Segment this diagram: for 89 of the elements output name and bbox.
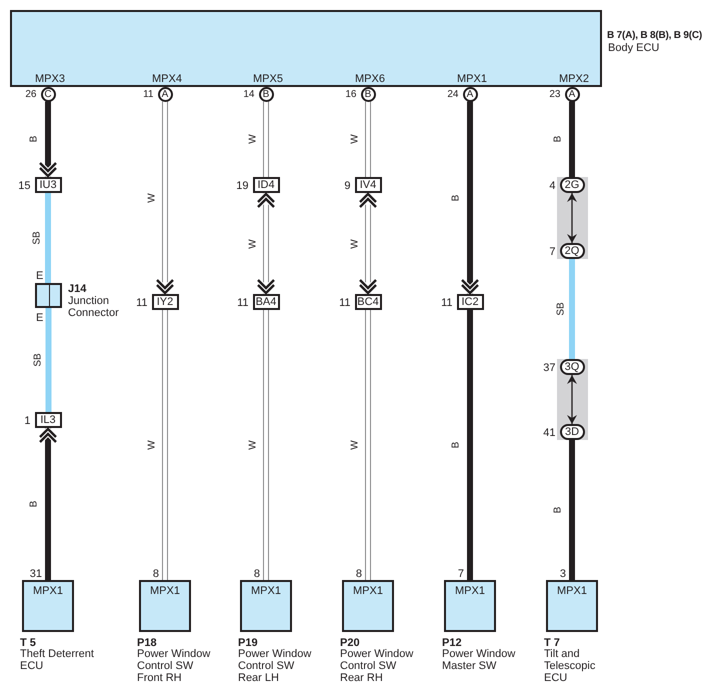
wire-color-label: W — [248, 440, 259, 450]
wire-color-label: W — [350, 134, 361, 144]
connector-code: IL3 — [40, 414, 56, 426]
component-code: B 7(A), B 8(B), B 9(C) — [607, 30, 702, 42]
component-name: Power Window Control SW Front RH — [137, 648, 211, 684]
pin-number: 4 — [549, 180, 556, 192]
wire-color-label: W — [148, 440, 158, 450]
terminal-label: MPX4 — [151, 73, 183, 85]
connector-code: 3D — [564, 426, 580, 438]
pin-number: 31 — [30, 568, 42, 580]
component-code: T 5 — [20, 637, 36, 649]
terminal-label: MPX6 — [354, 73, 386, 85]
wire-color-label: W — [248, 134, 259, 144]
pin-number: 8 — [152, 568, 159, 580]
connector-code: IV4 — [360, 180, 376, 190]
pin-number: 19 — [236, 180, 248, 192]
terminal-label: MPX1 — [149, 585, 181, 597]
terminal-letter: B — [262, 88, 270, 100]
wire-color-label: SB — [33, 353, 44, 367]
terminal-label: MPX1 — [454, 585, 486, 597]
pin-number: 41 — [543, 427, 556, 439]
pin-number: 26 — [25, 89, 36, 101]
wire-color-label: SB — [32, 231, 43, 245]
pin-number: 37 — [543, 362, 556, 374]
terminal-label: MPX1 — [556, 585, 588, 597]
pin-number: 24 — [447, 89, 458, 101]
pin-number: 7 — [458, 568, 464, 580]
connector-code: 2Q — [564, 246, 580, 256]
pin-number: 11 — [136, 297, 148, 309]
pin-number: 14 — [243, 89, 254, 101]
pin-number: 7 — [549, 246, 556, 258]
component-name: Power Window Control SW Rear LH — [238, 648, 312, 684]
component-name: Body ECU — [608, 42, 660, 54]
pin-number: 1 — [24, 415, 30, 427]
pin-number: 11 — [143, 89, 154, 101]
pin-number: 11 — [237, 297, 248, 309]
connector-code: 3Q — [564, 362, 580, 372]
pin-number: 23 — [549, 89, 560, 101]
terminal-letter: A — [466, 88, 474, 100]
connector-code: 2G — [564, 180, 580, 190]
component-name: Power Window Master SW — [442, 648, 516, 672]
terminal-letter: A — [568, 88, 576, 100]
pin-label: E — [36, 270, 44, 282]
pin-number: 11 — [339, 297, 350, 309]
terminal-letter: A — [162, 88, 168, 100]
terminal-label: MPX1 — [32, 585, 64, 597]
component-name: Power Window Control SW Rear RH — [340, 648, 414, 684]
connector-code: ID4 — [257, 180, 275, 190]
pin-number: 3 — [560, 568, 566, 580]
wire-color-label: W — [350, 238, 361, 248]
wire-color-label: B — [451, 442, 462, 448]
component-name: Theft Deterrent ECU — [20, 648, 94, 672]
connector-code: IC2 — [461, 296, 479, 308]
pin-number: 9 — [344, 180, 350, 192]
pin-label: E — [36, 312, 44, 324]
connector-code: IU3 — [39, 180, 57, 190]
wire-color-label: W — [148, 193, 158, 202]
wire-color-label: SB — [556, 302, 567, 316]
component-code: T 7 — [544, 637, 560, 649]
pin-number: 8 — [254, 568, 260, 580]
component-name: Tilt and Telescopic ECU — [544, 648, 596, 684]
pin-number: 8 — [356, 568, 362, 580]
terminal-label: MPX1 — [456, 73, 488, 85]
wire-color-label: B — [553, 506, 564, 514]
connector-code: IY2 — [156, 296, 174, 308]
connector-code: BA4 — [256, 296, 276, 308]
terminal-label: MPX3 — [34, 73, 66, 85]
wire-color-label: B — [29, 136, 40, 143]
wire-color-label: W — [350, 440, 361, 450]
terminal-letter: B — [364, 88, 372, 100]
wire-color-label: B — [451, 194, 462, 202]
terminal-label: MPX2 — [558, 73, 590, 85]
component-name: Junction Connector — [68, 295, 120, 319]
terminal-label: MPX1 — [352, 585, 384, 597]
component-code: J14 — [68, 283, 86, 295]
wire-color-label: W — [248, 238, 259, 248]
pin-number: 11 — [441, 297, 452, 309]
pin-number: 15 — [18, 180, 30, 192]
wire-color-label: B — [29, 500, 40, 508]
terminal-letter: C — [44, 88, 52, 100]
component-code: P19 — [238, 637, 258, 649]
component-code: P12 — [442, 637, 462, 649]
terminal-label: MPX5 — [252, 73, 284, 85]
connector-code: BC4 — [357, 296, 379, 308]
component-code: P18 — [137, 637, 157, 649]
component-code: P20 — [340, 637, 360, 649]
pin-number: 16 — [345, 89, 356, 101]
wire-color-label: B — [553, 136, 564, 143]
terminal-label: MPX1 — [250, 585, 282, 597]
